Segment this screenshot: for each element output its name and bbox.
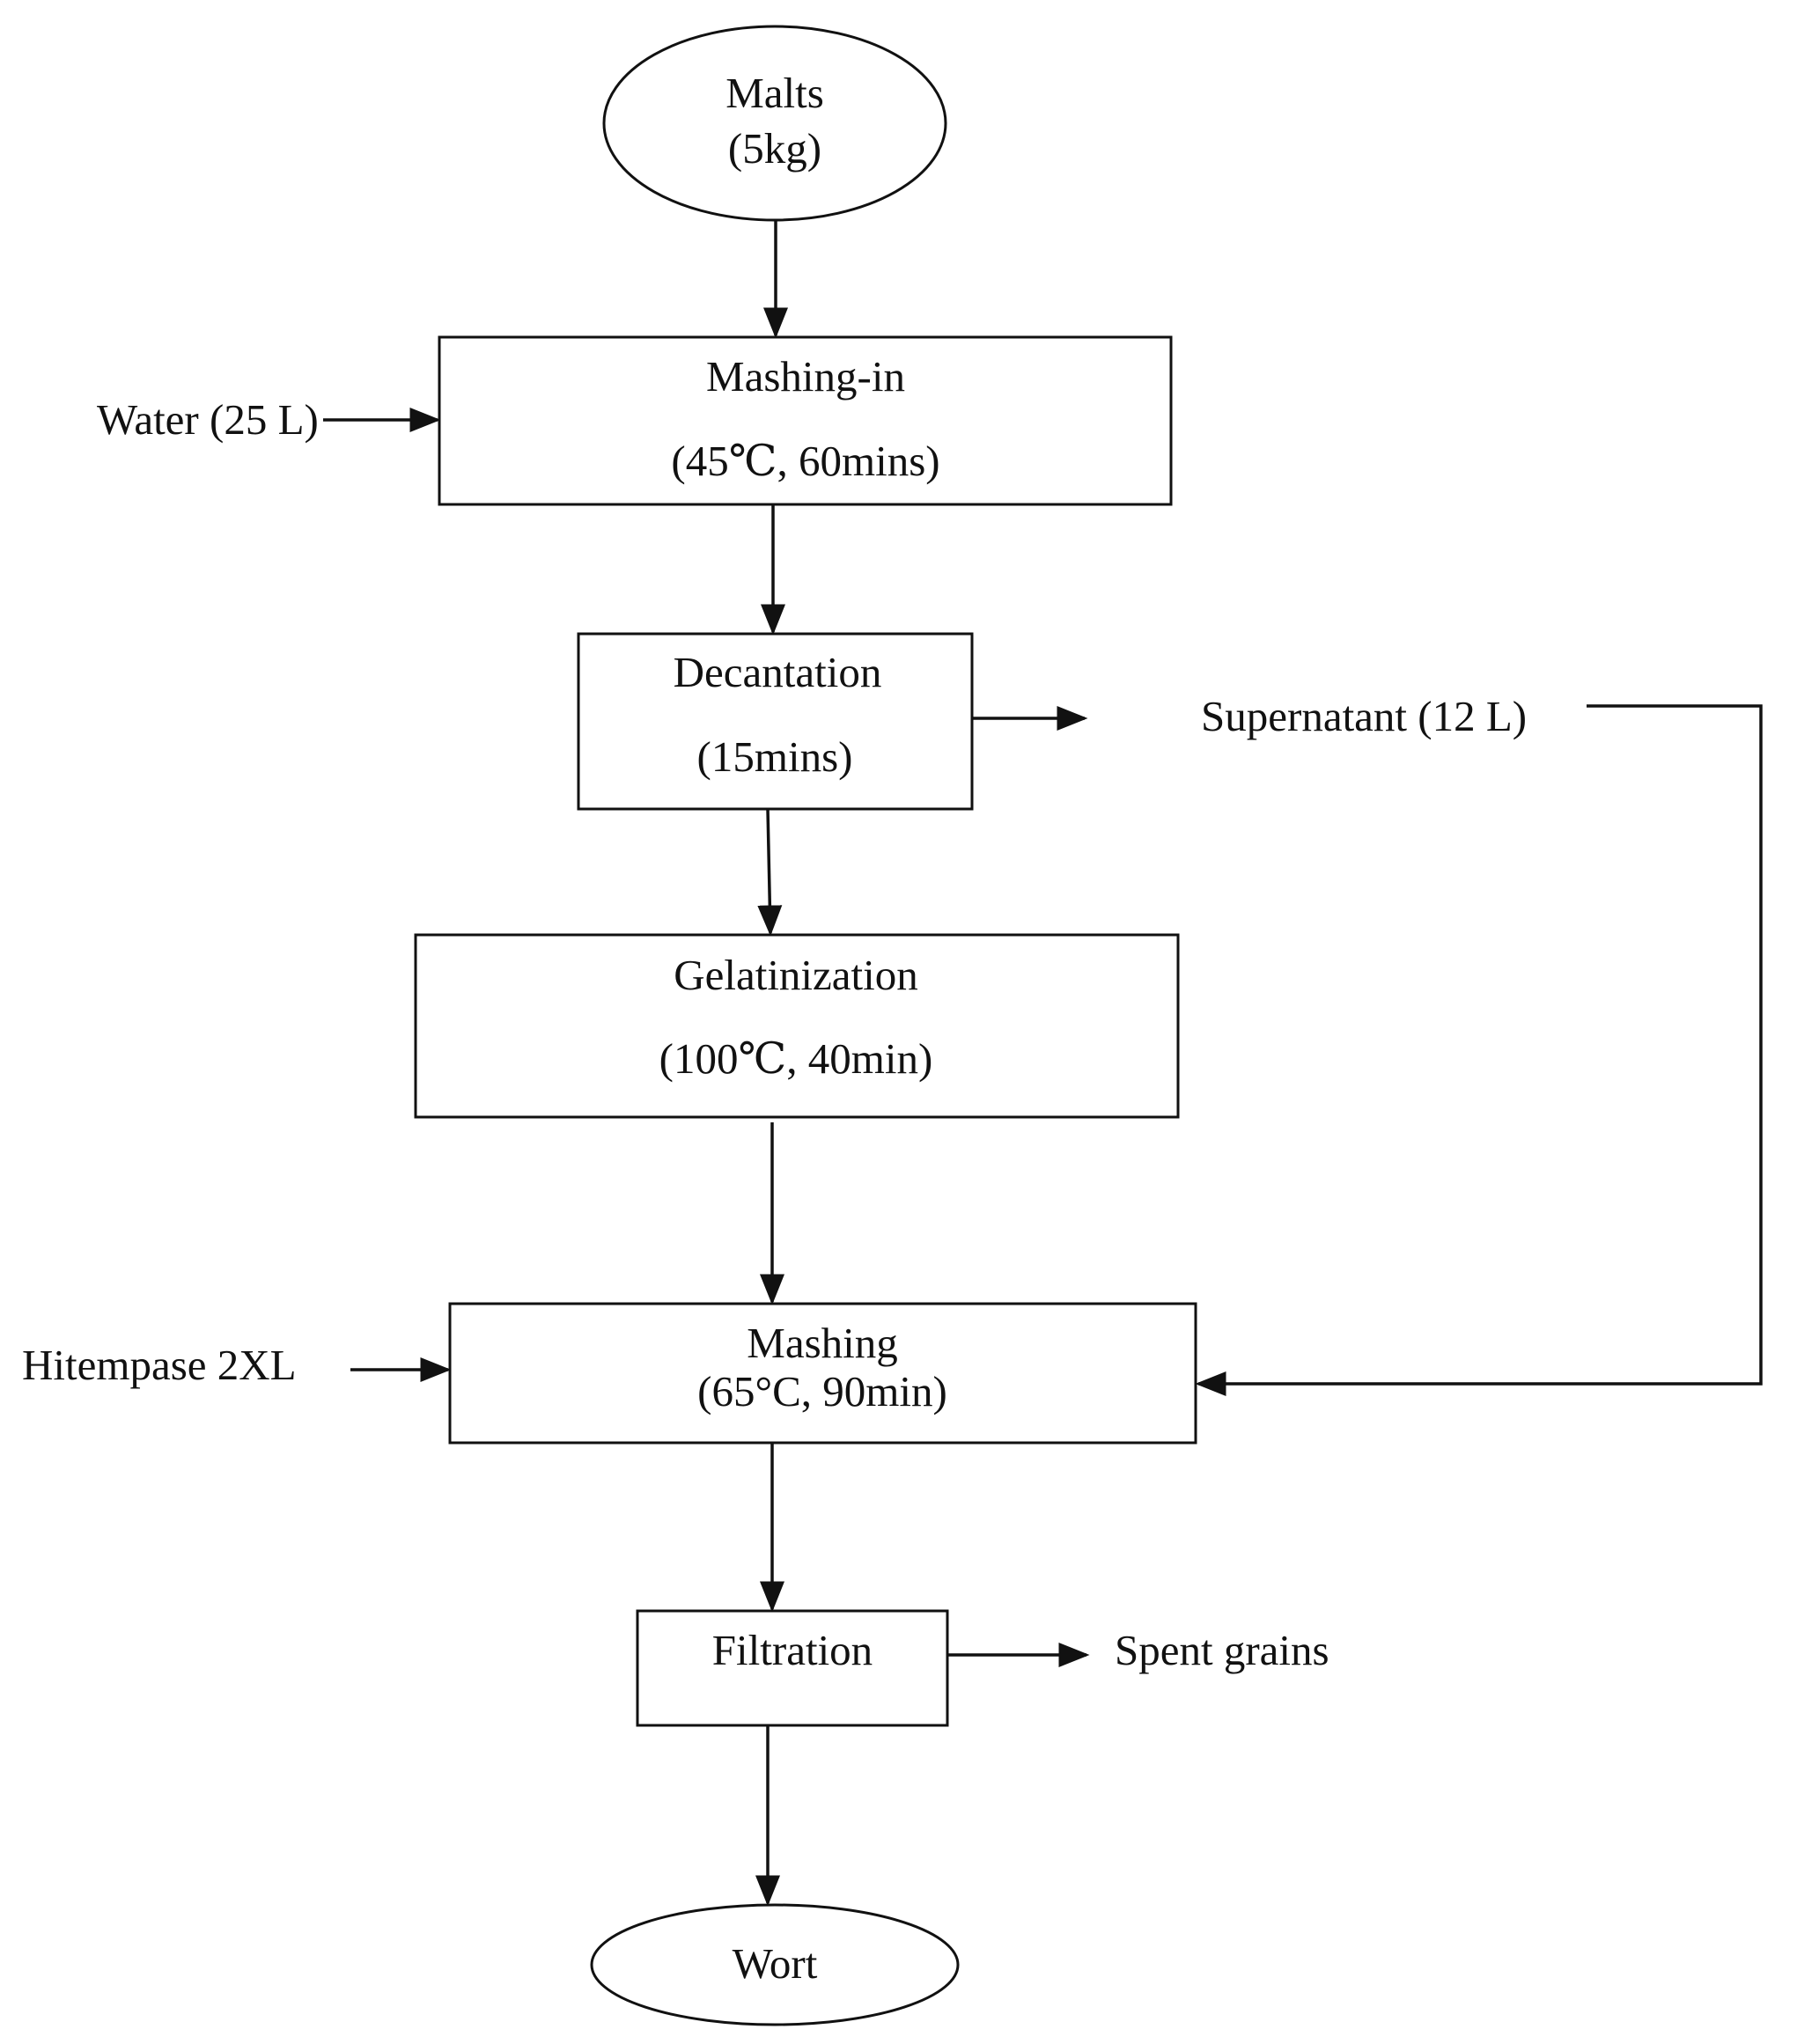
filtration-box: [636, 1609, 949, 1727]
gelatinization-conditions: (100℃, 40min): [659, 1034, 933, 1083]
decantation-node: Decantation (15mins): [577, 632, 974, 811]
mashing-in-box: [438, 335, 1173, 506]
decantation-box: [577, 632, 974, 811]
water-input-label: Water (25 L): [97, 395, 319, 444]
mashing-node: Mashing (65°C, 90min): [448, 1302, 1197, 1445]
wort-label: Wort: [733, 1939, 818, 1988]
mashing-box: [448, 1302, 1197, 1445]
decantation-conditions: (15mins): [697, 732, 853, 781]
filtration-label: Filtration: [712, 1626, 873, 1674]
wort-node: Wort: [590, 1903, 960, 2026]
mashing-conditions: (65°C, 90min): [697, 1367, 947, 1415]
supernatant-output-label: Supernatant (12 L): [1201, 692, 1527, 740]
filtration-node: Filtration: [636, 1609, 949, 1727]
supernatant-recycle-arrow: [1195, 704, 1763, 1396]
mashing-in-conditions: (45℃, 60mins): [671, 437, 939, 485]
decantation-label: Decantation: [674, 648, 882, 696]
malts-ellipse: [602, 25, 947, 222]
malts-node: Malts (5kg): [602, 25, 947, 222]
gelatinization-node: Gelatinization (100℃, 40min): [414, 933, 1180, 1119]
decantation-to-gelatinization-arrow: [757, 808, 783, 937]
mashing-label: Mashing: [747, 1319, 898, 1367]
mashing-in-label: Mashing-in: [706, 352, 905, 401]
spent-grains-output-label: Spent grains: [1115, 1626, 1329, 1674]
gelatinization-label: Gelatinization: [674, 951, 918, 999]
malts-label: Malts: [725, 69, 824, 117]
malts-quantity: (5kg): [728, 124, 821, 173]
mashing-in-node: Mashing-in (45℃, 60mins): [438, 335, 1173, 506]
gelatinization-box: [414, 933, 1180, 1119]
hitempase-input-label: Hitempase 2XL: [22, 1341, 297, 1389]
